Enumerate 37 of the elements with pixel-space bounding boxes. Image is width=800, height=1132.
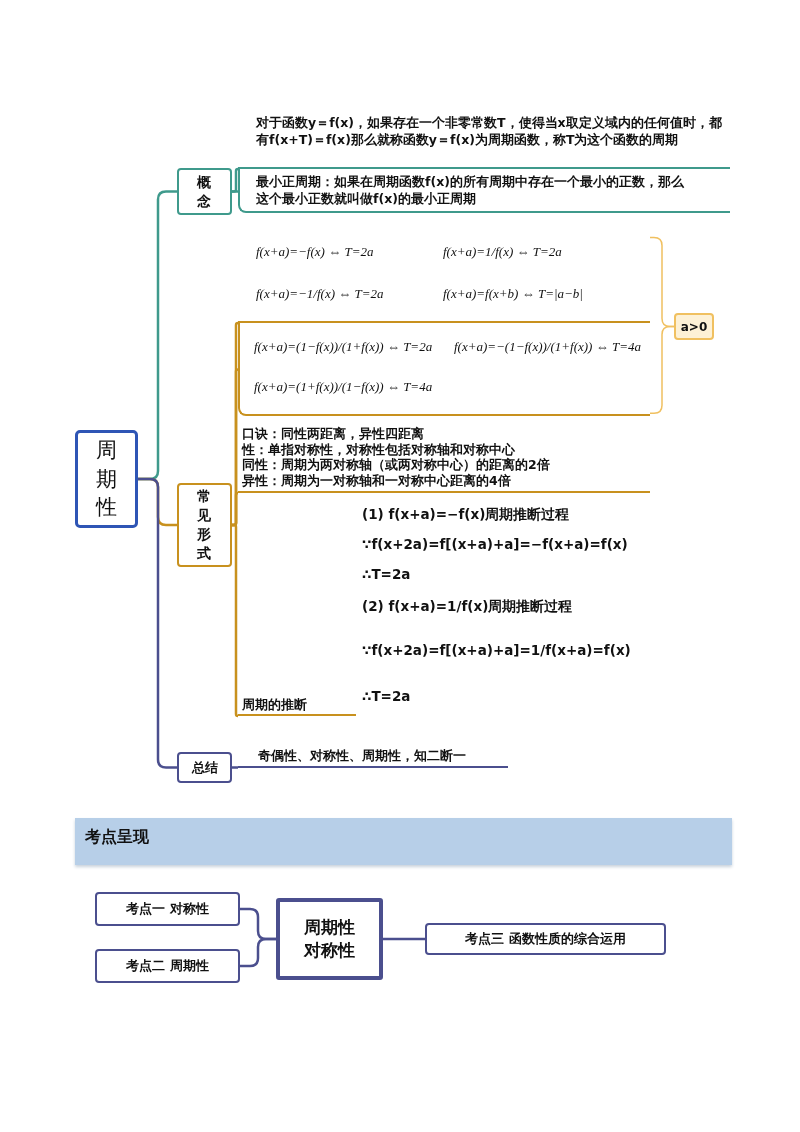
formula: f(x+a)=−(1−f(x))/(1+f(x)) ⇔ T=4a xyxy=(454,339,641,355)
central-topic-box: 周期性对称性 xyxy=(276,898,383,980)
connector xyxy=(383,937,425,941)
derivation-text: ∴T=2a xyxy=(362,688,411,704)
text-line: 口诀：同性两距离，异性四距离 xyxy=(242,426,425,442)
derivation-text: (1) f(x+a)=−f(x)周期推断过程 xyxy=(362,506,570,524)
formula: f(x+a)=(1+f(x))/(1−f(x)) ⇔ T=4a xyxy=(254,379,433,395)
topic-box: 概念 xyxy=(177,168,232,215)
topic-box: 考点二 周期性 xyxy=(95,949,240,983)
topic-text: 奇偶性、对称性、周期性，知二断一 xyxy=(238,746,508,768)
formula: f(x+a)=(1−f(x))/(1+f(x)) ⇔ T=2a xyxy=(254,339,433,355)
formula: f(x+a)=1/f(x) ⇔ T=2a xyxy=(443,244,562,260)
formula: f(x+a)=−f(x) ⇔ T=2a xyxy=(256,244,374,260)
text-line: 异性：周期为一对称轴和一对称中心距离的4倍 xyxy=(242,472,512,488)
topic-box: 总结 xyxy=(177,752,232,783)
derivation-text: ∵f(x+2a)=f[(x+a)+a]=−f(x+a)=f(x) xyxy=(362,536,628,552)
connector xyxy=(232,190,238,193)
definition-text: 对于函数y＝f(x)，如果存在一个非零常数T，使得当x取定义域内的任何值时，都有f(x+T)＝f(x)那么就称函数y＝f(x)为周期函数，称T为这个函数的周期 xyxy=(238,112,730,169)
text-line: 同性：周期为两对称轴（或两对称中心）的距离的2倍 xyxy=(242,457,551,473)
topic-box: 考点三 函数性质的综合运用 xyxy=(425,923,666,955)
topic-box: 考点一 对称性 xyxy=(95,892,240,926)
definition-text: 最小正周期：如果在周期函数f(x)的所有周期中存在一个最小的正数，那么这个最小正数就叫做f(x)的最小正周期 xyxy=(238,169,730,213)
text-line: 性：单指对称性，对称性包括对称轴和对称中心 xyxy=(242,441,516,457)
section-heading-band: 考点呈现 xyxy=(75,818,732,865)
condition-box: a>0 xyxy=(674,313,714,340)
topic-text: 周期的推断 xyxy=(238,696,356,716)
derivation-text: (2) f(x+a)=1/f(x)周期推断过程 xyxy=(362,598,573,616)
formula: f(x+a)=f(x+b) ⇔ T=|a−b| xyxy=(443,286,583,302)
connector xyxy=(232,766,238,769)
derivation-text: ∵f(x+2a)=f[(x+a)+a]=1/f(x+a)=f(x) xyxy=(362,642,631,658)
root-box: 周期性 xyxy=(75,430,138,528)
derivation-text: ∴T=2a xyxy=(362,566,411,582)
formula-group xyxy=(238,323,650,416)
connector xyxy=(231,523,240,718)
mnemonic-text xyxy=(238,423,650,493)
topic-box: 常见形式 xyxy=(177,483,232,567)
formula: f(x+a)=−1/f(x) ⇔ T=2a xyxy=(256,286,384,302)
